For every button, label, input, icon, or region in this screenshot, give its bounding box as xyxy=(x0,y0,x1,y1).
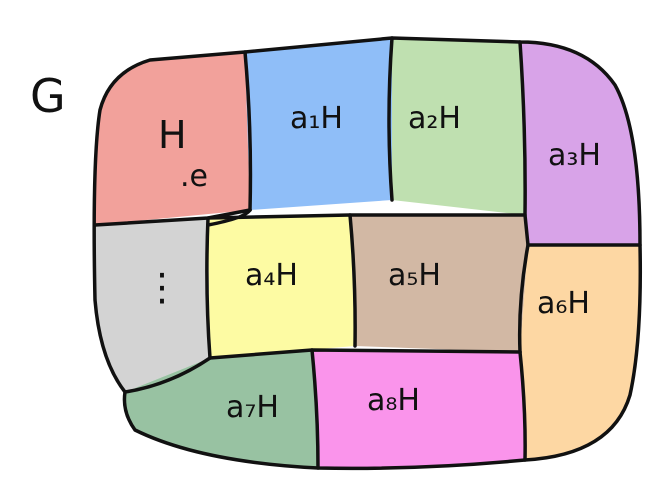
coset-region-a2 xyxy=(392,38,525,215)
identity-element-label: .e xyxy=(180,159,208,194)
divider-h-a1 xyxy=(243,50,253,212)
coset-region-h xyxy=(94,52,250,225)
divider-a1-a2 xyxy=(387,36,394,202)
coset-label-a7: a₇H xyxy=(226,390,279,425)
coset-label-a4: a₄H xyxy=(245,258,298,293)
coset-region-a5 xyxy=(350,215,528,352)
coset-region-a3 xyxy=(520,42,640,245)
coset-label-h: H xyxy=(158,113,187,157)
coset-labels: H .e a₁H a₂H a₃H ⋮ a₄H a₅H a₆H a₇H a₈H xyxy=(143,101,601,425)
coset-label-a2: a₂H xyxy=(408,101,461,136)
coset-region-a1 xyxy=(245,38,392,210)
divider-a7-a8 xyxy=(310,348,320,470)
divider-a4-a5 xyxy=(348,213,357,348)
coset-label-a5: a₅H xyxy=(388,258,441,293)
coset-label-a3: a₃H xyxy=(548,138,601,173)
coset-label-a8: a₈H xyxy=(367,383,420,418)
divider-dots-a4 xyxy=(205,216,212,360)
group-label: G xyxy=(30,69,66,123)
divider-a8-a6 xyxy=(518,350,527,462)
divider-row2-row3 xyxy=(123,348,522,394)
coset-label-dots: ⋮ xyxy=(143,265,181,309)
coset-region-a4 xyxy=(208,215,355,358)
coset-region-a6 xyxy=(520,245,641,460)
coset-borders xyxy=(92,36,643,471)
group-boundary xyxy=(92,36,643,471)
divider-h-bottom xyxy=(206,208,252,227)
divider-a2-a3 xyxy=(518,40,527,217)
divider-a5-a6 xyxy=(517,243,530,354)
coset-label-a1: a₁H xyxy=(290,101,343,136)
coset-label-a6: a₆H xyxy=(537,286,590,321)
coset-region-a8 xyxy=(312,350,525,469)
coset-region-dots xyxy=(95,218,210,392)
